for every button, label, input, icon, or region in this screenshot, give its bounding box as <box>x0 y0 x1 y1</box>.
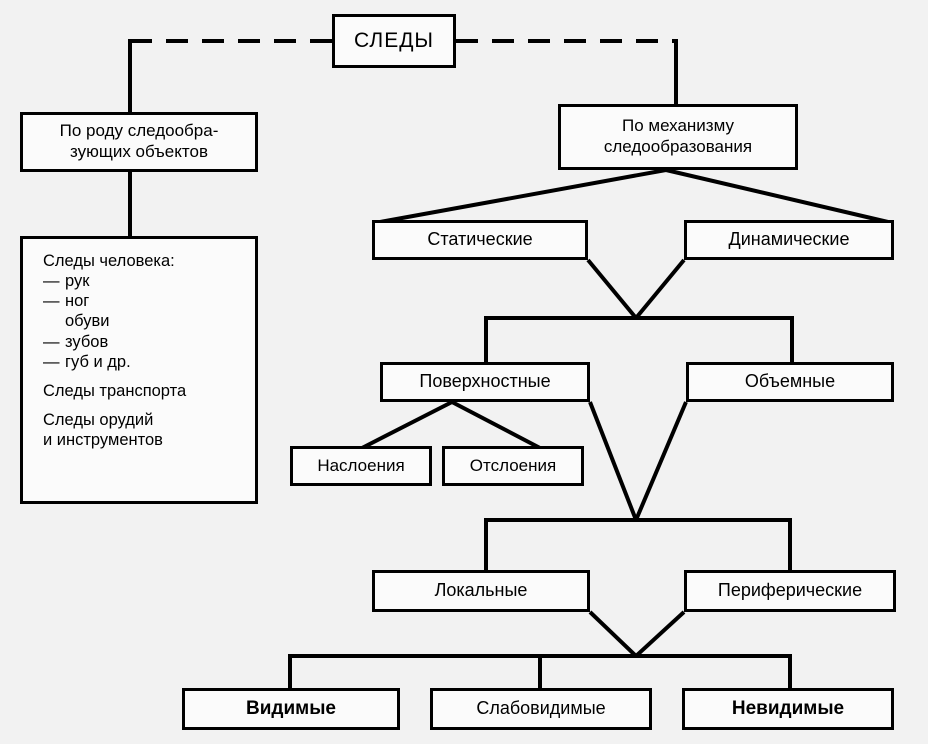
node-perifericheskie[interactable]: Периферические <box>684 570 896 612</box>
list-heading: Следы человека: <box>43 252 175 270</box>
node-staticheskie-label: Статические <box>427 229 533 250</box>
node-otsloeniya-label: Отслоения <box>469 455 557 475</box>
list-item: — губ и др. <box>43 352 247 372</box>
list-item: — ног <box>43 291 247 311</box>
node-lokalnye[interactable]: Локальные <box>372 570 590 612</box>
list-item-label: рук <box>65 272 90 291</box>
list-item: — зубов <box>43 332 247 352</box>
list-item-label: обуви <box>65 312 110 331</box>
node-by-trace-forming-objects[interactable]: По роду следообра-зующих объектов <box>20 112 258 172</box>
list-dash: — <box>43 292 60 311</box>
node-otsloeniya[interactable]: Отслоения <box>442 446 584 486</box>
node-nasloeniya-label: Наслоения <box>317 455 405 475</box>
merge-static-down <box>586 258 638 320</box>
fan-pov-to-nasloeniya <box>361 400 453 450</box>
list-dash: — <box>43 272 60 291</box>
node-slabovidimye-label: Слабовидимые <box>476 698 606 719</box>
node-root[interactable]: СЛЕДЫ <box>332 14 456 68</box>
merge-dynamic-down <box>634 258 686 320</box>
merge-per-down <box>634 610 686 658</box>
node-dinamicheskie[interactable]: Динамические <box>684 220 894 260</box>
node-vidimye-label: Видимые <box>246 698 336 720</box>
list-item: обуви <box>43 311 247 331</box>
list-dash: — <box>43 352 60 371</box>
merge-lok-down <box>588 610 638 658</box>
fan-meh-to-dynamic <box>665 168 889 224</box>
node-obemnye[interactable]: Объемные <box>686 362 894 402</box>
list-dash: — <box>43 332 60 351</box>
node-nevidimye[interactable]: Невидимые <box>682 688 894 730</box>
list-item-label: зубов <box>65 332 109 351</box>
node-poverhnostnye[interactable]: Поверхностные <box>380 362 590 402</box>
node-nevidimye-label: Невидимые <box>731 698 845 720</box>
spacer <box>43 372 247 381</box>
merge-obj-down <box>634 401 688 521</box>
node-vidimye[interactable]: Видимые <box>182 688 400 730</box>
spacer <box>43 401 247 410</box>
list-item: — рук <box>43 271 247 291</box>
node-dinamicheskie-label: Динамические <box>728 229 850 250</box>
node-nasloeniya[interactable]: Наслоения <box>290 446 432 486</box>
list-item-label: ног <box>65 292 90 311</box>
node-lokalnye-label: Локальные <box>434 580 528 601</box>
fan-pov-to-otsloeniya <box>451 400 541 450</box>
node-human-traces-list[interactable]: Следы человека: — рук — ног обуви — зубов —… <box>20 236 258 504</box>
fan-meh-to-static <box>379 168 667 224</box>
list-item-label: губ и др. <box>65 352 131 371</box>
node-obemnye-label: Объемные <box>744 371 836 392</box>
node-perifericheskie-label: Периферические <box>717 580 863 601</box>
merge-pov-down <box>588 401 638 521</box>
node-staticheskie[interactable]: Статические <box>372 220 588 260</box>
node-root-label: СЛЕДЫ <box>353 29 435 53</box>
node-by-trace-forming-objects-label: По роду следообра-зующих объектов <box>59 121 219 161</box>
list-extra-transport: Следы транспорта <box>43 381 187 400</box>
node-slabovidimye[interactable]: Слабовидимые <box>430 688 652 730</box>
node-poverhnostnye-label: Поверхностные <box>419 371 551 392</box>
